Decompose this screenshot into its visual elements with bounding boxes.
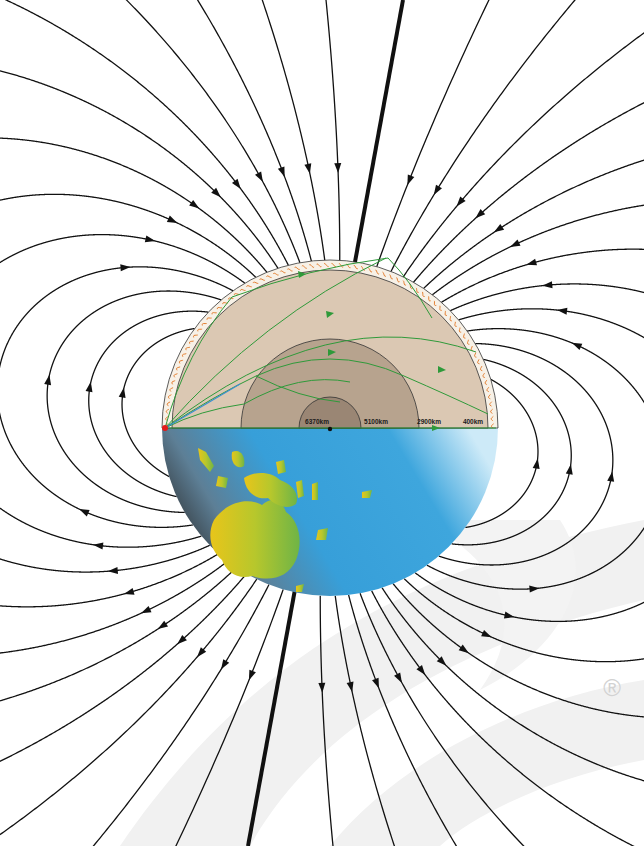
- field-arrowhead: [318, 683, 325, 693]
- island: [216, 476, 228, 488]
- field-arrowhead: [572, 343, 583, 350]
- field-arrowhead: [232, 179, 241, 189]
- field-arrowhead: [542, 281, 552, 288]
- field-arrowhead: [79, 509, 90, 516]
- field-arrowhead: [607, 471, 614, 481]
- field-arrowhead: [394, 672, 402, 682]
- field-arrowhead: [189, 200, 199, 209]
- arrowhead: [438, 366, 446, 373]
- island: [244, 473, 297, 507]
- field-arrowhead: [526, 259, 537, 266]
- field-arrowhead: [566, 464, 573, 474]
- field-arrowhead: [434, 185, 442, 195]
- field-arrowhead: [457, 197, 466, 207]
- field-arrowhead: [407, 174, 414, 185]
- field-arrowhead: [120, 264, 130, 271]
- field-arrowhead: [304, 163, 311, 174]
- field-arrowhead: [177, 635, 187, 644]
- seismic-ray: [232, 258, 388, 297]
- inner-core: [299, 397, 361, 428]
- land: [198, 448, 372, 592]
- seismic-ray: [165, 359, 488, 428]
- seismic-ray: [388, 258, 432, 318]
- field-arrowhead: [347, 682, 354, 693]
- field-arrowhead: [278, 166, 285, 177]
- field-arrowhead: [211, 188, 221, 198]
- outer-core: [241, 339, 419, 428]
- field-arrowhead: [119, 388, 126, 398]
- field-arrowhead: [510, 239, 521, 246]
- island: [312, 482, 318, 500]
- field-arrowhead: [86, 382, 93, 392]
- continent: [210, 500, 299, 579]
- field-arrowhead: [416, 665, 425, 675]
- field-arrowhead: [459, 645, 469, 654]
- seismic-ray: [256, 376, 340, 402]
- seismic-rays: [165, 258, 496, 428]
- watermark-shape: [330, 680, 644, 846]
- field-arrowhead: [249, 670, 256, 681]
- arrowhead: [432, 425, 440, 431]
- field-arrowhead: [141, 606, 152, 613]
- depth-label: 5100km: [364, 419, 388, 426]
- field-arrowhead: [197, 647, 206, 657]
- field-arrowhead: [108, 567, 118, 574]
- seismic-ray: [165, 380, 350, 428]
- field-arrowhead: [437, 656, 447, 666]
- island: [276, 460, 286, 474]
- field-arrowhead: [529, 586, 539, 593]
- ocean-hemisphere: [162, 428, 498, 596]
- island: [296, 584, 304, 592]
- field-arrowhead: [44, 375, 51, 385]
- field-arrowhead: [533, 459, 540, 469]
- field-arrowhead: [504, 612, 515, 619]
- seismic-ray: [165, 337, 476, 428]
- island: [232, 451, 245, 467]
- centre-dot: [328, 427, 332, 431]
- watermark-mark: ®: [603, 676, 621, 700]
- field-arrowhead: [372, 678, 379, 689]
- depth-label: 2900km: [417, 419, 441, 426]
- field-arrowhead: [481, 630, 492, 637]
- depth-label: 400km: [463, 419, 483, 426]
- field-arrowhead: [557, 308, 567, 315]
- arrowhead: [326, 311, 334, 318]
- field-arrowhead: [255, 171, 263, 181]
- mantle: [172, 270, 488, 428]
- island: [198, 448, 214, 472]
- epicentre: [162, 425, 168, 431]
- field-arrowhead: [334, 163, 341, 173]
- field-arrowhead: [221, 659, 229, 669]
- field-arrowhead: [124, 588, 135, 595]
- island: [362, 490, 372, 498]
- arrowhead: [298, 271, 306, 278]
- field-arrowhead: [494, 224, 504, 232]
- island: [316, 528, 328, 540]
- field-line: [320, 0, 644, 846]
- field-arrowhead: [167, 216, 178, 223]
- seismic-ray: [165, 258, 386, 428]
- depth-label: 6370km: [305, 419, 329, 426]
- seismic-ray: [165, 384, 240, 428]
- arrowhead: [328, 349, 336, 356]
- ray-arrows: [298, 271, 446, 431]
- island: [296, 480, 304, 498]
- field-arrowhead: [145, 235, 156, 242]
- field-arrowhead: [158, 621, 168, 629]
- field-arrowhead: [475, 209, 485, 218]
- crust: [162, 260, 498, 428]
- earth: [162, 258, 498, 596]
- field-arrowhead: [93, 543, 103, 550]
